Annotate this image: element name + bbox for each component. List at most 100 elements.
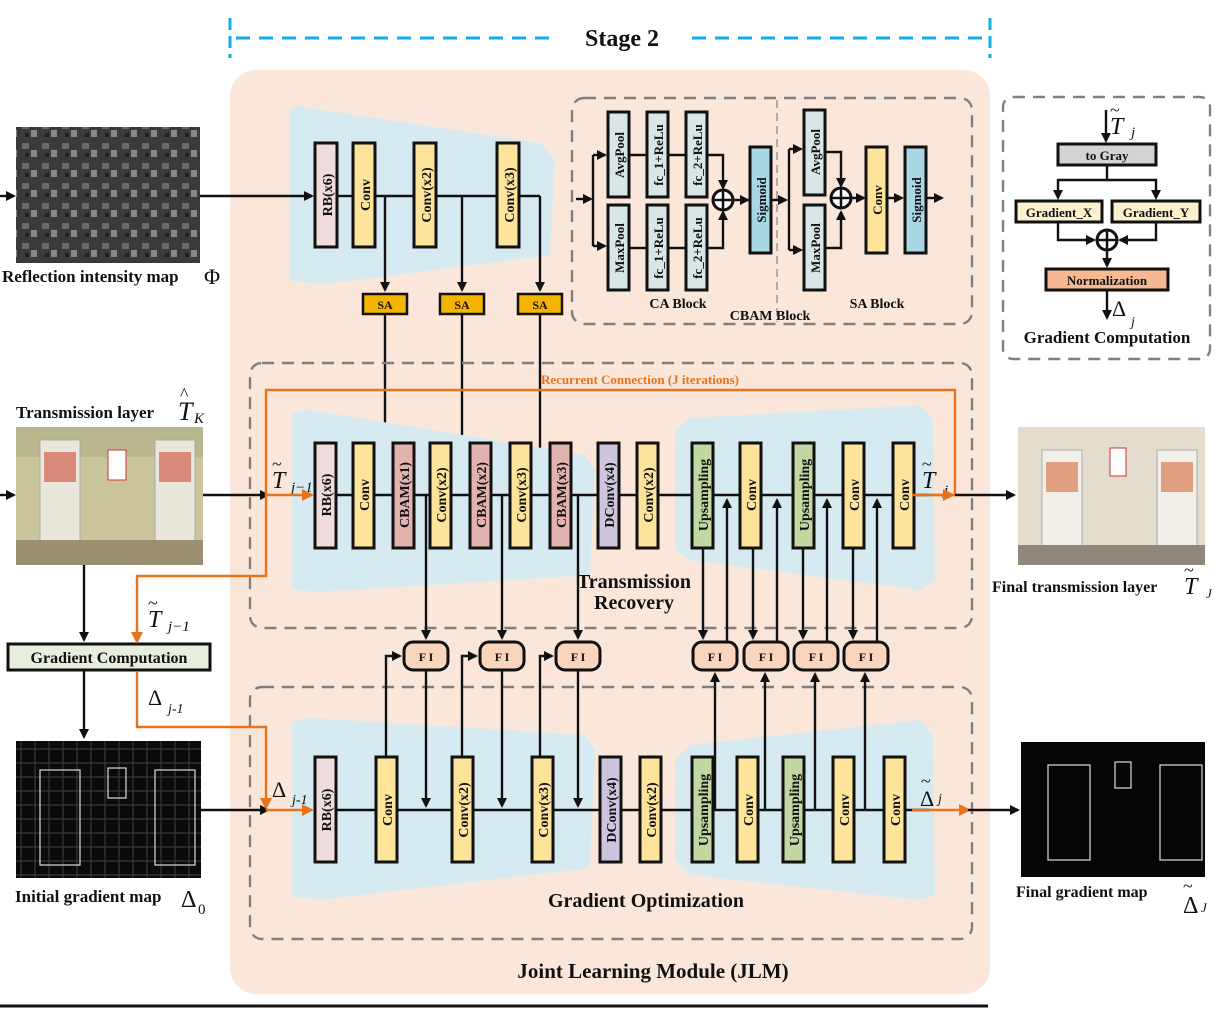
stage-header: Stage 2: [228, 18, 992, 58]
transmission-layer-symbol: T: [178, 397, 194, 426]
ca-add-icon: [711, 188, 735, 212]
final-transmission-symbol: T: [1184, 574, 1199, 600]
go-block-upsampling: Upsampling: [781, 755, 806, 864]
sa-sigmoid: Sigmoid: [903, 145, 928, 255]
svg-text:SA: SA: [454, 298, 470, 312]
svg-text:fc_2+ReLu: fc_2+ReLu: [690, 124, 705, 186]
svg-text:J: J: [1206, 586, 1213, 601]
right-outputs: Final transmission layer T ~ J Final gra…: [955, 427, 1213, 919]
go-block-conv-x3: Conv(x3): [530, 755, 555, 864]
svg-text:0: 0: [198, 902, 206, 918]
svg-text:CBAM(x1): CBAM(x1): [398, 462, 413, 528]
ca-fc1-bottom: fc_1+ReLu: [645, 203, 670, 292]
svg-text:j: j: [936, 792, 942, 807]
svg-text:Conv: Conv: [742, 794, 757, 826]
svg-text:Conv: Conv: [358, 479, 373, 511]
svg-text:Upsampling: Upsampling: [697, 774, 712, 846]
fi-decoder-connector-3: [798, 498, 832, 810]
fi-decoder-connector-2: [748, 498, 782, 810]
gc-input-symbol: T: [1110, 114, 1125, 140]
gc-add-icon: [1095, 228, 1119, 252]
svg-text:j−1: j−1: [166, 619, 190, 635]
svg-text:MaxPool: MaxPool: [808, 223, 823, 273]
svg-text:F I: F I: [708, 650, 723, 664]
svg-text:Sigmoid: Sigmoid: [909, 176, 924, 222]
svg-text:fc_1+ReLu: fc_1+ReLu: [651, 124, 666, 186]
svg-text:Gradient_X: Gradient_X: [1026, 205, 1093, 220]
tr-block-rb-x6: RB(x6): [313, 441, 338, 550]
tr-output-symbol: T: [922, 468, 937, 494]
go-block-rb-x6: RB(x6): [313, 755, 338, 864]
final-gradient-symbol: Δ: [1183, 893, 1198, 919]
sa-conv: Conv: [864, 145, 889, 255]
fi-block-7: F I: [842, 640, 890, 672]
tr-block-conv: Conv: [891, 441, 916, 550]
final-transmission-label: Final transmission layer: [992, 579, 1157, 596]
svg-text:Upsampling: Upsampling: [798, 459, 813, 531]
go-input-symbol: Δ: [272, 777, 286, 802]
svg-text:fc_2+ReLu: fc_2+ReLu: [690, 217, 705, 279]
tr-block-cbam-x3: CBAM(x3): [548, 441, 573, 550]
svg-text:RB(x6): RB(x6): [321, 173, 336, 216]
ca-fc1-top: fc_1+ReLu: [645, 110, 670, 199]
go-block-conv: Conv: [374, 755, 399, 864]
svg-text:Conv: Conv: [898, 479, 913, 511]
svg-text:~: ~: [1183, 876, 1193, 896]
svg-text:j: j: [1129, 315, 1135, 330]
svg-text:Conv: Conv: [745, 479, 760, 511]
final-gradient-image: [1021, 742, 1205, 877]
svg-text:Gradient Computation: Gradient Computation: [31, 650, 188, 667]
svg-text:~: ~: [1110, 100, 1120, 120]
cbam-block-title: CBAM Block: [730, 309, 811, 324]
svg-text:RB(x6): RB(x6): [320, 788, 335, 831]
sa-avgpool: AvgPool: [802, 108, 827, 197]
svg-text:AvgPool: AvgPool: [612, 132, 627, 178]
fi-encoder-connector-1: [384, 495, 431, 808]
svg-text:j: j: [1129, 125, 1135, 141]
svg-text:F I: F I: [495, 650, 510, 664]
gradient-optimization: Gradient Optimization RB(x6) Conv Conv(x2)…: [248, 685, 974, 941]
tr-block-cbam-x2: CBAM(x2): [468, 441, 493, 550]
svg-text:Conv(x3): Conv(x3): [537, 782, 552, 838]
svg-text:~: ~: [922, 454, 932, 474]
stage-title: Stage 2: [585, 26, 659, 52]
gradient-optimization-title: Gradient Optimization: [548, 890, 744, 912]
sa-block-title: SA Block: [850, 297, 905, 312]
tr-block-conv-x2: Conv(x2): [428, 441, 453, 550]
feedback-t-symbol: T: [148, 607, 163, 633]
normalization-block: Normalization: [1044, 267, 1170, 292]
svg-text:F I: F I: [419, 650, 434, 664]
tr-input-symbol: T: [272, 468, 287, 494]
reflection-symbol: Φ: [204, 264, 220, 289]
initial-gradient-label: Initial gradient map: [15, 887, 161, 906]
svg-text:Conv(x2): Conv(x2): [420, 167, 435, 223]
reflection-block-rb: RB(x6): [313, 141, 339, 249]
svg-text:Conv(x3): Conv(x3): [503, 167, 518, 223]
svg-text:Conv(x2): Conv(x2): [457, 782, 472, 838]
svg-text:Conv: Conv: [381, 794, 396, 826]
gc-output-symbol: Δ: [1112, 296, 1126, 321]
svg-text:Conv(x2): Conv(x2): [645, 782, 660, 838]
reflection-branch: Reflection intensity map Φ RB(x6) Conv C…: [0, 106, 564, 491]
reflection-block-conv-x2: Conv(x2): [412, 141, 438, 249]
svg-text:RB(x6): RB(x6): [320, 473, 335, 516]
svg-text:^: ^: [180, 384, 189, 404]
svg-text:CBAM(x2): CBAM(x2): [475, 462, 490, 528]
transmission-recovery: Transmission Recovery Recurrent Connecti…: [248, 361, 974, 630]
svg-text:MaxPool: MaxPool: [612, 223, 627, 273]
sa-block-1: SA: [361, 292, 409, 316]
svg-text:Conv(x3): Conv(x3): [515, 467, 530, 523]
tr-block-dconv-x4: DConv(x4): [596, 441, 621, 550]
initial-gradient-image: [16, 741, 201, 878]
gc-title: Gradient Computation: [1024, 328, 1191, 347]
svg-text:F I: F I: [859, 650, 874, 664]
svg-text:Normalization: Normalization: [1067, 273, 1148, 288]
gradient-x-block: Gradient_X: [1014, 199, 1104, 224]
svg-text:SA: SA: [532, 298, 548, 312]
final-gradient-label: Final gradient map: [1016, 884, 1148, 901]
svg-text:Conv: Conv: [838, 794, 853, 826]
sa-block-3: SA: [516, 292, 564, 316]
go-block-conv: Conv: [831, 755, 856, 864]
svg-text:Upsampling: Upsampling: [788, 774, 803, 846]
